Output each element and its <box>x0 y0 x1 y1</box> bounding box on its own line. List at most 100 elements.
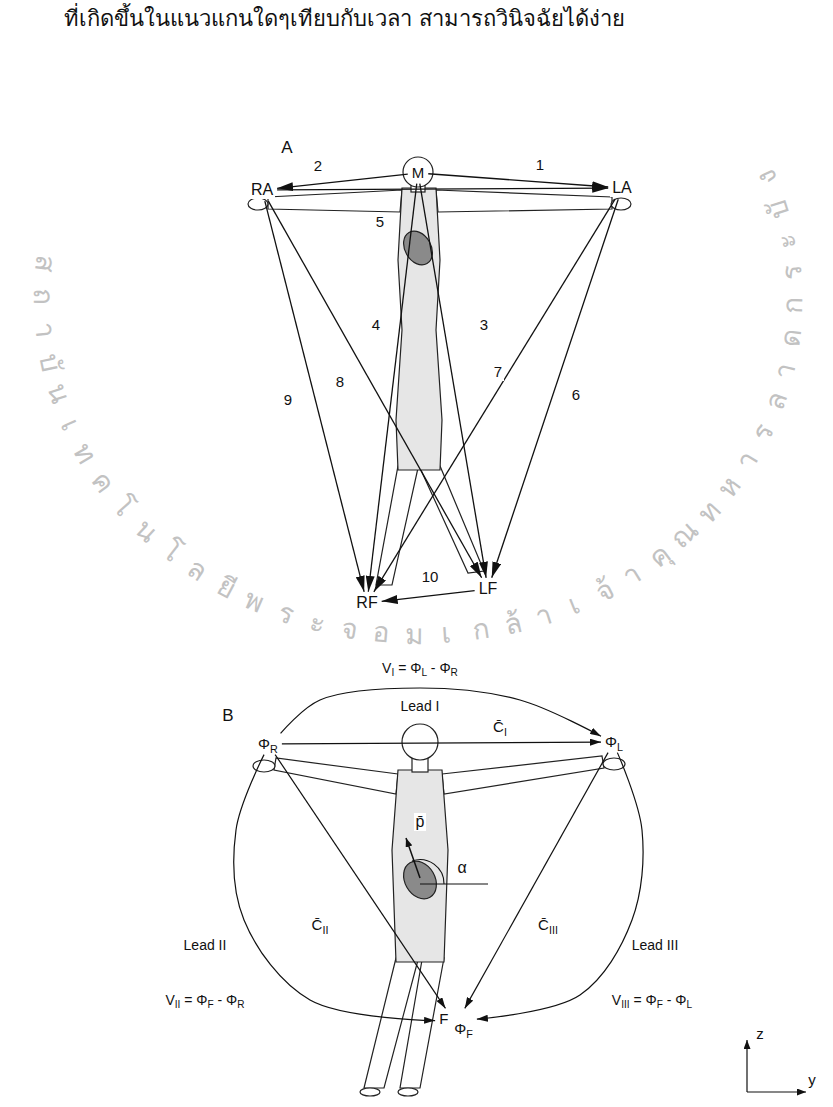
lead-vector-number: 2 <box>312 157 324 174</box>
electrode-point: ΦL <box>603 733 625 750</box>
axis-label: z <box>754 1025 766 1042</box>
point-label: RA <box>251 181 273 199</box>
lead-vector-number: 10 <box>420 568 441 585</box>
left-leg <box>420 466 484 573</box>
watermark-letter: า <box>731 446 763 474</box>
lead-vector-number: 1 <box>534 156 546 173</box>
heart <box>398 226 439 270</box>
right-arm <box>274 758 398 794</box>
lead-vector-label: C̄II <box>310 916 331 933</box>
dipole-vector <box>406 838 488 884</box>
lead-vector-label: C̄III <box>536 916 560 933</box>
lead-vector <box>265 201 364 592</box>
electrode-point: RF <box>354 594 379 612</box>
lead-vector <box>428 174 608 187</box>
watermark-letter: า <box>769 360 800 382</box>
point-label: ΦL <box>605 733 623 750</box>
lead-vector <box>268 201 481 578</box>
watermark-letter: เ <box>440 620 452 649</box>
watermark-letter: บั <box>34 351 65 374</box>
panel-letter: B <box>220 706 235 726</box>
point-label: ΦF <box>454 1020 473 1037</box>
torso <box>396 188 442 470</box>
right-arm <box>268 190 402 212</box>
left-arm <box>442 756 604 794</box>
head <box>403 157 433 187</box>
lead-vector <box>277 188 608 190</box>
watermark-letter: า <box>618 559 646 591</box>
angle-symbol: α <box>455 859 468 877</box>
watermark-letter: ะ <box>307 607 328 638</box>
right-foot <box>360 1088 380 1096</box>
lead-vector-number: 3 <box>478 316 490 333</box>
lead-name: Lead I <box>399 698 442 714</box>
watermark-letter: ด <box>776 327 806 348</box>
point-label: RF <box>356 594 377 612</box>
point-label: LA <box>612 179 632 197</box>
point-label: LF <box>479 580 498 598</box>
left-arm <box>436 190 612 212</box>
point-label: F <box>439 1010 448 1027</box>
watermark-letter: น <box>42 380 75 407</box>
y-axis <box>747 1091 806 1092</box>
lead-vector <box>374 199 615 592</box>
lead-equation: VII = ΦF - ΦR <box>163 992 246 1008</box>
angle-arc <box>412 860 444 884</box>
lead-vector <box>368 184 416 592</box>
watermark-letter: ท <box>68 438 101 468</box>
watermark-letter: ส <box>30 254 60 274</box>
watermark-letter: ณ <box>666 516 704 554</box>
lead-name: Lead III <box>630 937 681 953</box>
lead-arc <box>477 753 643 1019</box>
right-leg <box>376 466 418 585</box>
watermark-letter: ล <box>760 388 792 413</box>
torso <box>392 770 448 962</box>
lead-equation: VIII = ΦF - ΦL <box>610 992 694 1008</box>
watermark-letter: ล <box>182 554 212 587</box>
lead-vector-number: 6 <box>570 386 582 403</box>
axis-label: y <box>806 1071 818 1088</box>
horizontal-reference <box>420 883 488 884</box>
watermark-letter: ะ <box>772 231 802 251</box>
axes <box>747 1040 806 1092</box>
watermark-letter: บั <box>763 196 795 222</box>
watermark-letter: พ <box>241 585 269 618</box>
lead-vector-number: 8 <box>334 373 346 390</box>
watermark-letter: ก <box>470 615 491 645</box>
watermark-letter: จ้ <box>591 574 618 606</box>
watermark-letter: ห <box>713 471 746 502</box>
watermark-letter: โ <box>157 537 186 568</box>
lead-arc <box>281 688 601 736</box>
electrode-point: M <box>410 164 427 181</box>
watermark-letter: เ <box>55 415 85 436</box>
electrode-point: ΦR <box>256 735 280 752</box>
z-axis <box>746 1040 747 1092</box>
lead-vector-number: 9 <box>282 391 294 408</box>
watermark-letter: คุ <box>644 539 676 573</box>
point-label: M <box>412 164 425 181</box>
lead-vector <box>275 755 445 1009</box>
watermark-letter: โ <box>108 492 139 522</box>
electrode-point: F ΦF <box>437 1010 475 1037</box>
body-figure-b <box>253 724 625 1096</box>
lead-vector <box>382 591 475 602</box>
lead-vector <box>420 184 486 578</box>
watermark-letter: ร <box>275 598 298 629</box>
lead-vector-label: C̄I <box>491 718 509 735</box>
watermark-letter: ท <box>692 496 725 528</box>
watermark-letter: า <box>30 321 59 340</box>
left-foot <box>398 1088 418 1096</box>
watermark-letter: ม <box>404 621 422 649</box>
watermark-letter: น <box>130 514 163 547</box>
lead-vector-number: 7 <box>492 363 504 380</box>
panel-letter: A <box>279 138 294 158</box>
watermark-letter: ล้ <box>501 609 524 640</box>
lead-vector <box>465 753 608 1009</box>
lead-vector <box>282 742 601 744</box>
electrode-point: LF <box>477 580 500 598</box>
watermark-letter: ค <box>86 466 120 498</box>
electrode-point: RA <box>249 181 275 199</box>
watermark-letter: ร <box>747 419 779 445</box>
watermark-letter: อ <box>371 619 390 648</box>
lead-equation: VI = ΦL - ΦR <box>380 660 460 676</box>
